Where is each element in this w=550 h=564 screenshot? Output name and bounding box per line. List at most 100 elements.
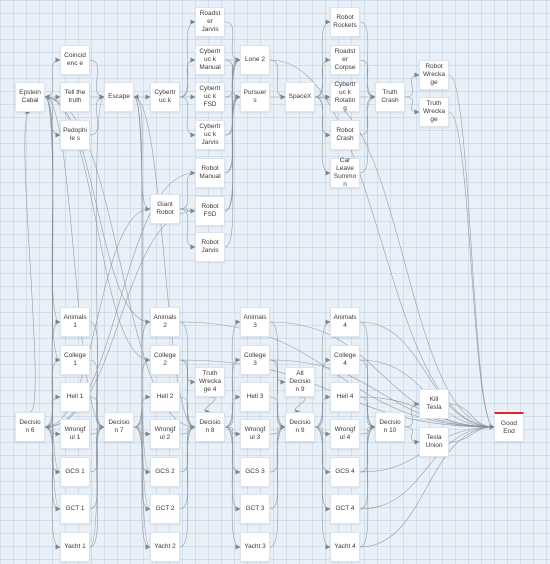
edge-animals3-to-decision9 [269,321,286,430]
edge-decision6-to-yacht1 [44,426,61,550]
node-robot-wreckage[interactable]: Robot Wreckage [419,60,449,90]
edge-robot_fsd-to-pursuers [224,94,241,212]
edge-gct3-to-decision9 [269,424,286,510]
edge-hell4-to-decision10 [359,396,376,430]
node-escape[interactable]: Escape [104,82,134,112]
node-animals-2[interactable]: Animals 2 [150,307,180,337]
edge-wrongful3-to-decision9 [269,424,286,435]
node-gcs-3[interactable]: GCS 3 [240,457,270,487]
node-wrongful-3[interactable]: Wrongful 3 [240,419,270,449]
node-gct-4[interactable]: GCT 4 [330,494,360,524]
node-pursuers[interactable]: Pursuers [240,82,270,112]
edge-decision10-to-kill_tesla [404,401,420,428]
node-gct-1[interactable]: GCT 1 [60,494,90,524]
edge-cyber_jarvis-to-lone2 [224,57,241,136]
node-tesla-union[interactable]: Tesla Union [419,427,449,457]
node-animals-3[interactable]: Animals 3 [240,307,270,337]
node-coincidence[interactable]: Coincidenc e [60,45,90,75]
edge-alt_decision9-to-decision9 [294,396,306,415]
node-college-3[interactable]: College 3 [240,345,270,375]
node-decision-7[interactable]: Decision 7 [104,412,134,442]
node-good-end[interactable]: Good End [494,412,524,442]
node-giant-robot[interactable]: Giant Robot [150,194,180,224]
node-alt-decision-9[interactable]: Alt Decision 9 [285,367,315,397]
edge-hell1-to-decision7 [89,396,105,430]
node-car-leave-summon[interactable]: Car Leave Summon [330,157,360,188]
edge-decision9-to-hell4 [314,394,331,428]
node-hell-1[interactable]: Hell 1 [60,382,90,412]
node-cybertruck[interactable]: Cybertruc k [150,82,180,112]
node-wrongful-2[interactable]: Wrongful 2 [150,419,180,449]
edge-animals1-to-decision7 [89,321,105,430]
node-roadster-jarvis[interactable]: Roadster Jarvis [195,7,225,37]
node-gcs-2[interactable]: GCS 2 [150,457,180,487]
edge-decision7-to-college2 [133,357,151,428]
node-epstein[interactable]: Epstein Cabal [15,82,45,112]
edge-decision6-to-gcs1 [44,426,61,475]
edge-gcs1-to-epstein [44,94,61,473]
node-lone-2[interactable]: Lone 2 [240,45,270,75]
node-gct-2[interactable]: GCT 2 [150,494,180,524]
node-yacht-1[interactable]: Yacht 1 [60,532,90,562]
edge-decision8-to-yacht3 [224,426,241,550]
node-yacht-4[interactable]: Yacht 4 [330,532,360,562]
node-kill-tesla[interactable]: Kill Tesla [419,389,449,419]
node-cybertruck-fsd[interactable]: Cybertruc k FSD [195,82,225,112]
node-yacht-3[interactable]: Yacht 3 [240,532,270,562]
node-decision-10[interactable]: Decision 10 [375,412,405,442]
node-roadster-corpse[interactable]: Roadster Corpse [330,45,360,75]
edge-decision8-to-escape [133,94,196,428]
edge-yacht4-to-decision10 [359,424,376,548]
edge-decision7-to-gct2 [133,426,151,512]
edge-decision9-to-college4 [314,357,331,428]
edge-college1-to-decision7 [89,359,105,430]
edge-decision6-to-wrongful1 [44,426,61,437]
edge-decision9-to-wrongful4 [314,426,331,437]
edge-epstein-to-coincidence [44,57,61,98]
node-cybertruck-rotating[interactable]: Cybertruc k Rotating [330,81,360,112]
node-college-2[interactable]: College 2 [150,345,180,375]
node-animals-4[interactable]: Animals 4 [330,307,360,337]
node-yacht-2[interactable]: Yacht 2 [150,532,180,562]
node-truth-wreckage[interactable]: Truth Wreckage [419,97,449,127]
edge-decision9-to-gcs4 [314,426,331,475]
node-gct-3[interactable]: GCT 3 [240,494,270,524]
node-pedophiles[interactable]: Pedophile s [60,120,90,150]
node-spacex[interactable]: SpaceX [285,82,315,112]
node-robot-crash[interactable]: Robot Crash [330,120,360,150]
edge-decision10-to-tesla_union [404,426,420,445]
edge-gcs2-to-decision8 [179,424,196,473]
node-cybertruck-jarvis[interactable]: Cybertruc k Jarvis [195,120,225,150]
node-animals-1[interactable]: Animals 1 [60,307,90,337]
node-gcs-1[interactable]: GCS 1 [60,457,90,487]
edge-college3-to-alt_decision9 [269,359,286,385]
edge-yacht1-to-decision7 [89,424,105,548]
node-hell-3[interactable]: Hell 3 [240,382,270,412]
edge-college2-to-truth_wreckage4 [179,359,196,385]
node-gcs-4[interactable]: GCS 4 [330,457,360,487]
node-hell-4[interactable]: Hell 4 [330,382,360,412]
node-robot-rockets[interactable]: Robot Rockets [330,7,360,37]
node-hell-2[interactable]: Hell 2 [150,382,180,412]
edge-spacex-to-robot_rockets [314,19,331,98]
edge-gct1-to-decision7 [89,424,105,510]
edge-decision7-to-hell2 [133,394,151,428]
node-college-4[interactable]: College 4 [330,345,360,375]
node-decision-9[interactable]: Decision 9 [285,412,315,442]
node-robot-manual[interactable]: Robot Manual [195,158,225,188]
node-tell-the-truth[interactable]: Tell the truth [60,82,90,112]
node-truth-wreckage-4[interactable]: Truth Wreckage 4 [195,367,225,397]
node-wrongful-4[interactable]: Wrongful 4 [330,419,360,449]
node-wrongful-1[interactable]: Wrongful 1 [60,419,90,449]
node-decision-6[interactable]: Decision 6 [15,412,45,442]
edge-decision8-to-hell3 [224,394,241,428]
node-robot-jarvis[interactable]: Robot Jarvis [195,232,225,262]
node-decision-8[interactable]: Decision 8 [195,412,225,442]
edge-roadster_corpse-to-truth_crash [359,59,376,100]
node-robot-fsd[interactable]: Robot FSD [195,196,225,226]
node-cybertruck-manual[interactable]: Cybertruc k Manual [195,45,225,75]
node-truth-crash[interactable]: Truth Crash [375,82,405,112]
edge-truth_wreckage4-to-decision8 [204,396,216,415]
edge-roadster_jarvis-to-lone2 [224,21,241,63]
node-college-1[interactable]: College 1 [60,345,90,375]
